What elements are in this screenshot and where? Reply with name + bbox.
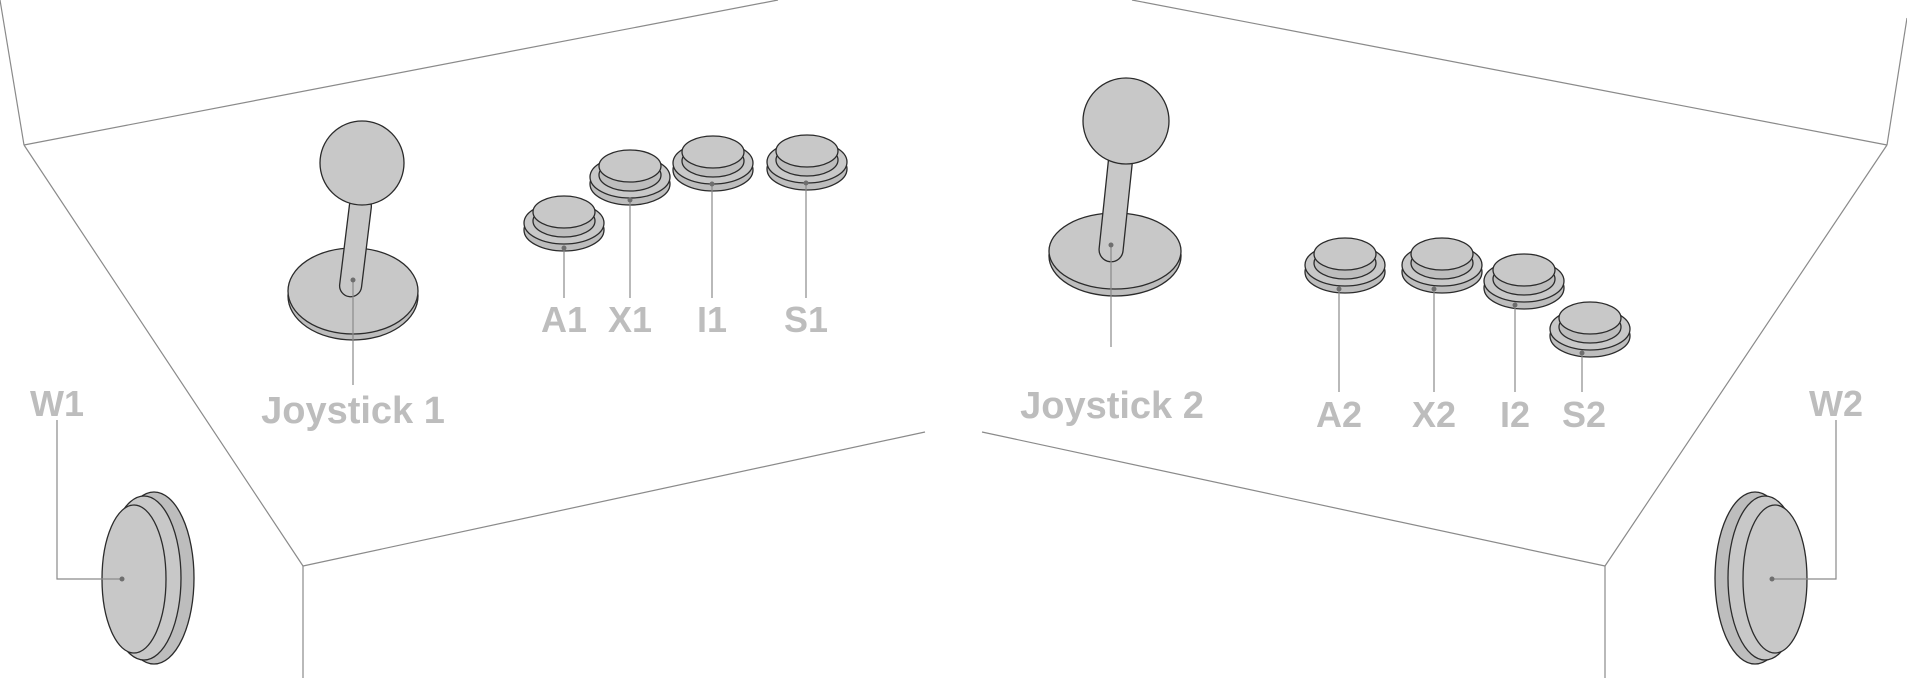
button-x2-anchor (1431, 286, 1437, 292)
button-i1-cap (681, 135, 745, 169)
button-i2-cap (1492, 253, 1556, 287)
right-panel-top-edge (1886, 17, 1907, 146)
button-i1-anchor (709, 181, 715, 187)
button-w2 (1714, 420, 1837, 665)
button-a2-cap (1313, 237, 1377, 271)
button-w2-label: W2 (1809, 383, 1863, 424)
button-x1 (589, 149, 671, 298)
button-a1-label: A1 (541, 299, 587, 340)
button-x1-cap (598, 149, 662, 183)
button-x1-anchor (627, 197, 633, 203)
joystick-1-ball (319, 120, 405, 206)
left-panel-front-edge (302, 431, 926, 567)
joystick-1-label: Joystick 1 (261, 390, 445, 432)
button-s1-anchor (803, 180, 809, 186)
button-s2-cap (1558, 301, 1622, 335)
right-panel-side-edge (1604, 144, 1888, 567)
button-w1-leader (56, 420, 122, 580)
joystick-2-ball (1082, 77, 1170, 165)
button-a2-label: A2 (1316, 394, 1362, 435)
button-a1-anchor (561, 245, 567, 251)
right-panel-front-edge (981, 431, 1606, 567)
button-x2-label: X2 (1412, 394, 1456, 435)
button-i2 (1483, 253, 1565, 392)
joystick-1-anchor (350, 277, 356, 283)
button-s1-label: S1 (784, 299, 828, 340)
button-w2-anchor (1769, 576, 1775, 582)
button-w1-anchor (119, 576, 125, 582)
button-x1-label: X1 (608, 299, 652, 340)
button-s2-label: S2 (1562, 394, 1606, 435)
button-a1 (523, 195, 605, 298)
button-a2-anchor (1336, 286, 1342, 292)
left-panel-top-edge (0, 0, 25, 146)
labels: Joystick 1 Joystick 2 A1 X1 I1 S1 A2 X2 … (30, 299, 1863, 435)
joystick-1 (287, 120, 419, 385)
left-panel-side-edge (23, 144, 304, 567)
button-x2 (1401, 237, 1483, 392)
button-a2 (1304, 237, 1386, 392)
button-s1 (766, 134, 848, 298)
button-i2-anchor (1512, 302, 1518, 308)
button-s1-cap (775, 134, 839, 168)
joystick-2 (1048, 77, 1182, 347)
button-w1 (56, 420, 195, 665)
joystick-2-label: Joystick 2 (1020, 385, 1204, 427)
joystick-2-anchor (1108, 242, 1114, 248)
button-s2 (1549, 301, 1631, 392)
right-panel-back-edge (1131, 0, 1888, 146)
button-i2-label: I2 (1500, 394, 1530, 435)
button-w2-leader (1772, 420, 1837, 580)
left-panel-back-edge (23, 0, 779, 146)
button-i1-label: I1 (697, 299, 727, 340)
button-s2-anchor (1579, 350, 1585, 356)
button-i1 (672, 135, 754, 298)
button-a1-cap (532, 195, 596, 229)
button-w1-label: W1 (30, 383, 84, 424)
button-x2-cap (1410, 237, 1474, 271)
